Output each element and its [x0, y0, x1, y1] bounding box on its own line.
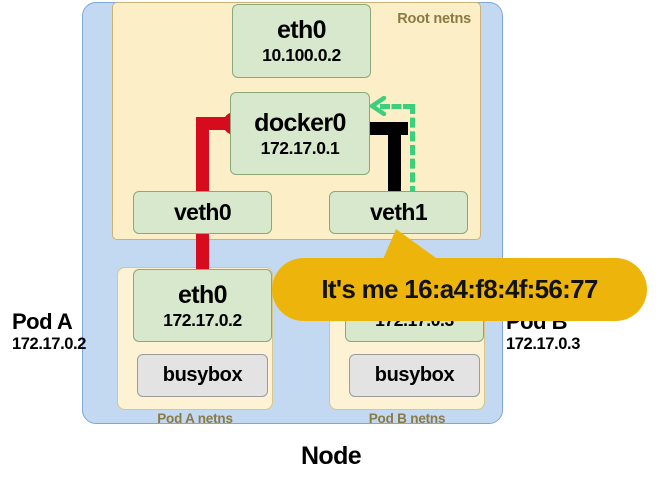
pod-a-title: Pod A: [12, 309, 73, 334]
interface-docker0[interactable]: docker0 172.17.0.1: [230, 92, 370, 175]
green-dashed-path-vertical: [410, 104, 415, 196]
interface-pod-a-eth0[interactable]: eth0 172.17.0.2: [133, 269, 272, 342]
pod-b-ip: 172.17.0.3: [506, 335, 580, 354]
callout-bubble[interactable]: It's me 16:a4:f8:4f:56:77: [272, 258, 647, 321]
interface-ip: 10.100.0.2: [262, 45, 341, 66]
red-link-vertical-upper: [196, 117, 209, 197]
black-link-vertical: [388, 122, 401, 198]
container-busybox-pod-b[interactable]: busybox: [349, 354, 480, 397]
pod-a-caption: Pod A 172.17.0.2: [12, 310, 86, 353]
pod-a-netns-label: Pod A netns: [157, 411, 233, 426]
interface-veth0[interactable]: veth0: [133, 191, 272, 234]
interface-name: veth1: [369, 199, 428, 226]
pod-a-ip: 172.17.0.2: [12, 335, 86, 354]
interface-name: eth0: [276, 16, 327, 45]
green-arrowhead-icon: [369, 96, 387, 116]
node-label: Node: [300, 442, 362, 470]
pod-b-netns-label: Pod B netns: [368, 411, 446, 426]
interface-root-eth0[interactable]: eth0 10.100.0.2: [232, 4, 371, 78]
red-link-vertical-lower: [196, 231, 209, 275]
callout-text: It's me 16:a4:f8:4f:56:77: [321, 274, 598, 304]
interface-name: eth0: [177, 280, 228, 309]
interface-ip: 172.17.0.1: [260, 137, 340, 158]
interface-name: docker0: [254, 108, 346, 137]
interface-veth1[interactable]: veth1: [329, 191, 468, 234]
root-netns-label: Root netns: [397, 11, 471, 27]
interface-ip: 172.17.0.2: [163, 309, 242, 330]
green-dashed-path-horizontal: [380, 104, 413, 109]
container-busybox-pod-a[interactable]: busybox: [137, 354, 268, 397]
interface-name: veth0: [173, 199, 232, 226]
